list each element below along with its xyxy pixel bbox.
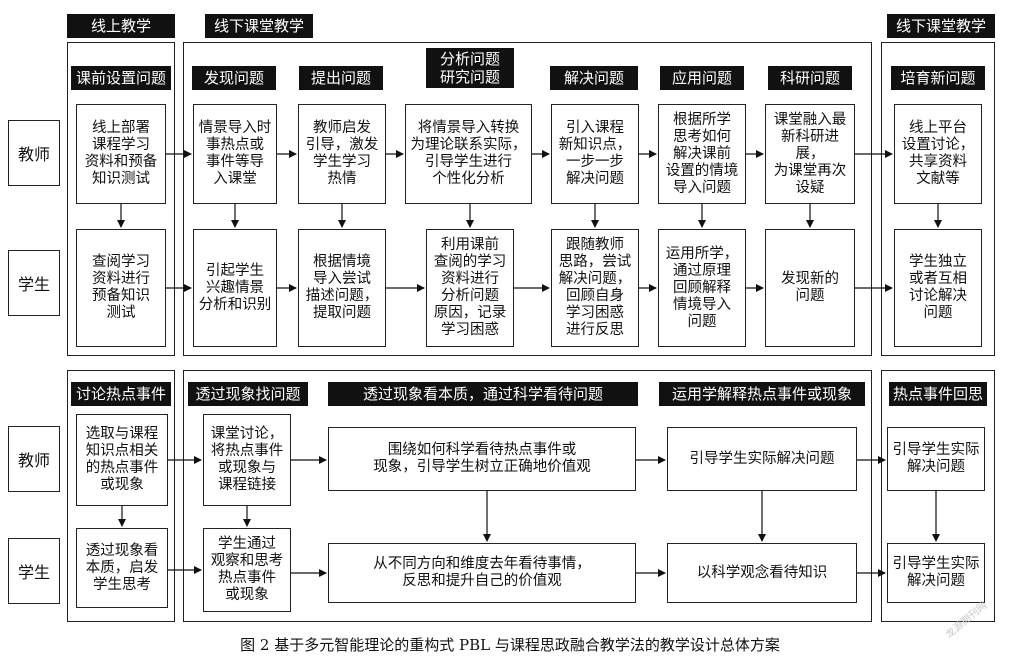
bottom-header-4: 运用学解释热点事件或现象 bbox=[659, 382, 865, 406]
top-header-6: 应用问题 bbox=[660, 66, 744, 90]
top-teacher-4: 将情景导入转换 为理论联系实际， 引导学生进行 个性化分析 bbox=[405, 104, 532, 204]
section-online: 线上教学 bbox=[67, 14, 175, 38]
top-student-3: 根据情境 导入尝试 描述问题， 提取问题 bbox=[298, 229, 386, 347]
top-header-5: 解决问题 bbox=[550, 66, 638, 90]
role-teacher-top: 教师 bbox=[8, 120, 60, 186]
bottom-student-2: 学生通过 观察和思考 热点事件 或现象 bbox=[203, 528, 291, 612]
top-teacher-3: 教师启发 引导，激发 学生学习 热情 bbox=[298, 104, 386, 204]
bottom-teacher-4: 引导学生实际解决问题 bbox=[667, 427, 857, 491]
frame-online-top bbox=[67, 42, 175, 356]
top-teacher-6: 根据所学 思考如何 解决课前 设置的情境 导入问题 bbox=[658, 104, 746, 204]
top-teacher-8: 线上平台 设置讨论， 共享资料 文献等 bbox=[894, 104, 982, 204]
top-student-1: 查阅学习 资料进行 预备知识 测试 bbox=[76, 229, 166, 347]
role-teacher-bottom: 教师 bbox=[8, 426, 60, 492]
bottom-header-5: 热点事件回思 bbox=[889, 382, 987, 406]
top-header-1: 课前设置问题 bbox=[71, 66, 171, 90]
section-offline-right: 线下课堂教学 bbox=[887, 14, 995, 38]
bottom-teacher-3: 围绕如何科学看待热点事件或 现象，引导学生树立正确地价值观 bbox=[328, 427, 636, 491]
bottom-teacher-1: 选取与课程 知识点相关 的热点事件 或现象 bbox=[76, 414, 168, 506]
top-student-6: 运用所学， 通过原理 回顾解释 情境导入 问题 bbox=[658, 229, 746, 347]
top-student-7: 发现新的 问题 bbox=[765, 229, 855, 347]
figure-caption: 图 2 基于多元智能理论的重构式 PBL 与课程思政融合教学法的教学设计总体方案 bbox=[240, 636, 780, 654]
bottom-student-1: 透过现象看 本质，启发 学生思考 bbox=[76, 528, 168, 608]
role-student-top: 学生 bbox=[8, 250, 60, 316]
bottom-student-3: 从不同方向和维度去年看待事情， 反思和提升自己的价值观 bbox=[328, 543, 636, 603]
bottom-student-5: 引导学生实际 解决问题 bbox=[887, 543, 985, 603]
top-student-4: 利用课前 查阅的学习 资料进行 分析问题 原因，记录 学习困惑 bbox=[426, 229, 514, 347]
top-teacher-7: 课堂融入最 新科研进展， 为课堂再次 设疑 bbox=[765, 104, 855, 204]
top-student-8: 学生独立 或者互相 讨论解决 问题 bbox=[894, 229, 982, 347]
bottom-teacher-5: 引导学生实际 解决问题 bbox=[887, 427, 985, 491]
bottom-teacher-2: 课堂讨论， 将热点事件 或现象与 课程链接 bbox=[203, 414, 291, 506]
top-student-5: 跟随教师 思路，尝试 解决问题， 回顾自身 学习困惑 进行反思 bbox=[551, 229, 639, 347]
top-header-2: 发现问题 bbox=[192, 66, 276, 90]
top-header-4: 分析问题 研究问题 bbox=[426, 48, 514, 88]
frame-offline-top bbox=[183, 42, 872, 356]
top-student-2: 引起学生 兴趣情景 分析和识别 bbox=[193, 229, 277, 347]
top-teacher-5: 引入课程 新知识点， 一步一步 解决问题 bbox=[551, 104, 639, 204]
bottom-header-3: 透过现象看本质，通过科学看待问题 bbox=[328, 382, 638, 406]
top-header-8: 培育新问题 bbox=[891, 66, 985, 90]
top-header-3: 提出问题 bbox=[299, 66, 383, 90]
bottom-student-4: 以科学观念看待知识 bbox=[667, 543, 857, 603]
top-header-7: 科研问题 bbox=[768, 66, 852, 90]
top-teacher-1: 线上部署 课程学习 资料和预备 知识测试 bbox=[76, 104, 166, 204]
frame-offline-right-top bbox=[881, 42, 995, 356]
section-offline-left: 线下课堂教学 bbox=[205, 14, 313, 38]
frame-offline-bottom bbox=[183, 370, 872, 622]
bottom-header-1: 讨论热点事件 bbox=[71, 382, 171, 406]
bottom-header-2: 透过现象找问题 bbox=[188, 382, 308, 406]
frame-online-bottom bbox=[67, 370, 175, 622]
role-student-bottom: 学生 bbox=[8, 538, 60, 604]
top-teacher-2: 情景导入时 事热点或 事件等导 入课堂 bbox=[193, 104, 277, 204]
frame-offline-right-bottom bbox=[881, 370, 995, 622]
